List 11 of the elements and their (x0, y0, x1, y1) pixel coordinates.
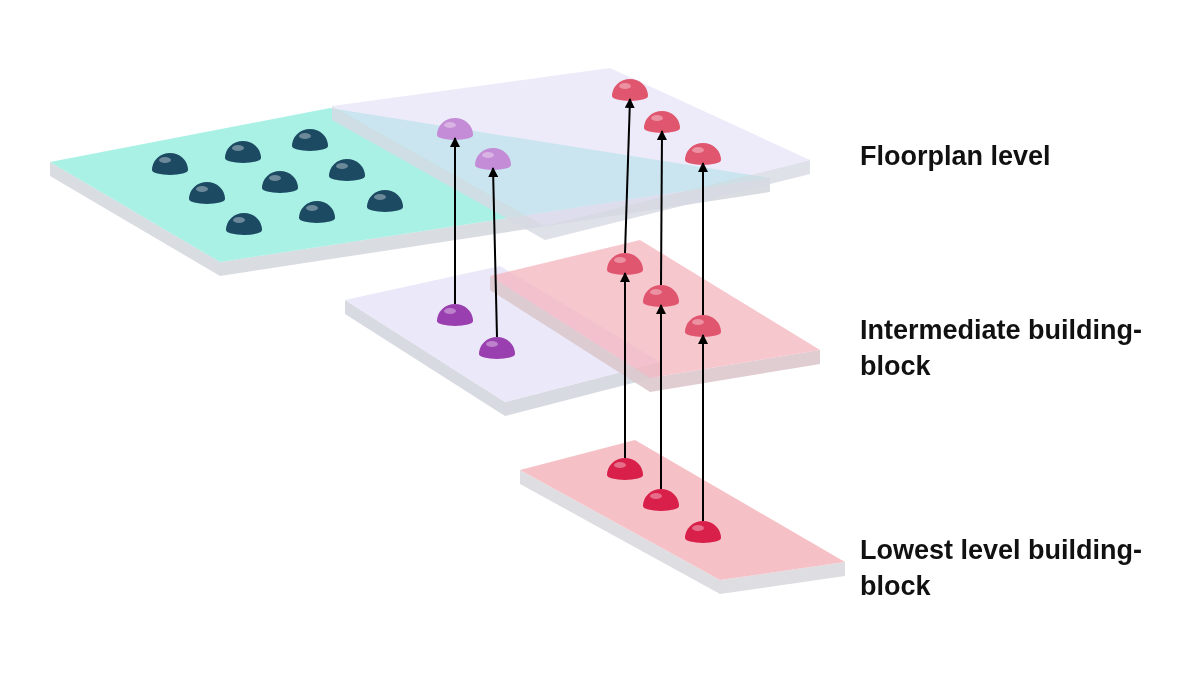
arrow (656, 130, 667, 286)
level-label: Intermediate building-block (860, 314, 1143, 383)
arrow (620, 272, 630, 459)
arrow (450, 137, 460, 305)
level-label: Floorplan level (860, 140, 1052, 173)
arrow (488, 167, 499, 338)
level-label: Lowest level building-block (860, 534, 1144, 603)
arrow (656, 304, 666, 490)
arrow (698, 162, 708, 316)
arrow (698, 334, 708, 522)
arrow (624, 98, 635, 254)
